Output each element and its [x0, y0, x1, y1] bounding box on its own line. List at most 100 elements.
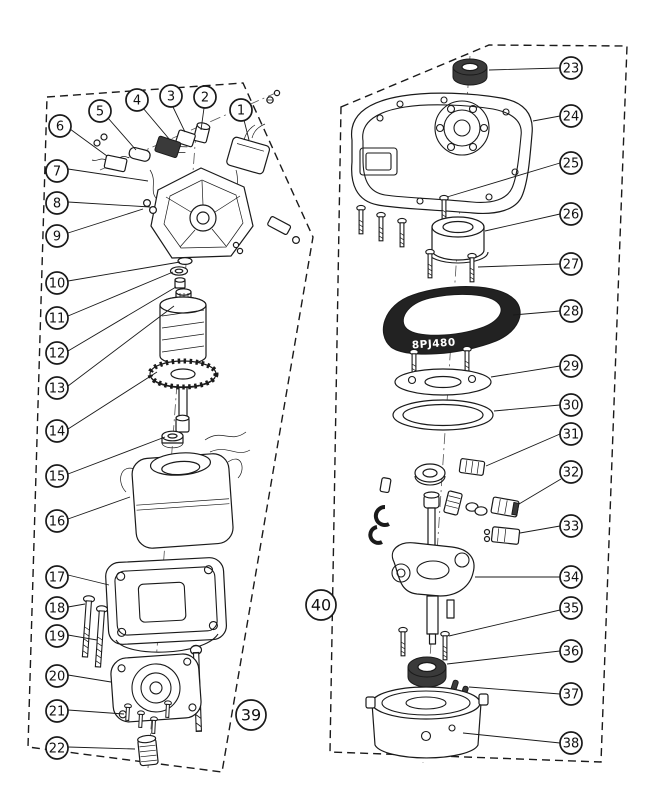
callout-20-label: 20 — [49, 670, 66, 685]
callout-18-label: 18 — [49, 602, 66, 617]
callout-13-label: 13 — [49, 382, 66, 397]
callout-7-label: 7 — [53, 165, 61, 180]
boundary-right-assembly — [329, 44, 628, 763]
callout-7: 7 — [45, 159, 69, 183]
callout-19: 19 — [45, 624, 69, 648]
callout-6: 6 — [48, 114, 72, 138]
callout-26: 26 — [559, 202, 583, 226]
part-gasket-ring — [392, 399, 494, 431]
callout-28: 28 — [559, 299, 583, 323]
callout-13: 13 — [45, 376, 69, 400]
part-armature — [147, 288, 219, 433]
part-fan-guard — [110, 653, 202, 723]
callout-22-label: 22 — [49, 742, 66, 757]
callout-4-label: 4 — [133, 94, 141, 109]
callout-10: 10 — [45, 271, 69, 295]
part-coupling-cluster — [368, 477, 521, 545]
callout-29-label: 29 — [563, 360, 580, 375]
callout-1: 1 — [229, 98, 253, 122]
boundary-left-assembly — [27, 82, 314, 773]
callout-20: 20 — [45, 664, 69, 688]
callout-10-label: 10 — [49, 277, 66, 292]
callout-39: 39 — [235, 699, 267, 731]
callout-12-label: 12 — [49, 347, 66, 362]
callout-16: 16 — [45, 509, 69, 533]
callout-37-label: 37 — [563, 688, 580, 703]
callout-2-label: 2 — [201, 91, 209, 106]
callout-39-label: 39 — [241, 706, 261, 725]
callout-3: 3 — [159, 84, 183, 108]
part-bearing-31 — [414, 458, 486, 486]
callout-34-label: 34 — [563, 571, 580, 586]
leader-lines-left — [67, 106, 250, 750]
callout-37: 37 — [559, 682, 583, 706]
callout-21-label: 21 — [49, 705, 66, 720]
callout-30: 30 — [559, 393, 583, 417]
leader-lines-right — [446, 67, 562, 744]
callout-18: 18 — [45, 596, 69, 620]
callout-6-label: 6 — [56, 120, 64, 135]
callout-2: 2 — [193, 85, 217, 109]
part-top-bearing — [452, 58, 488, 86]
callout-25: 25 — [559, 151, 583, 175]
callout-17: 17 — [45, 565, 69, 589]
callout-3-label: 3 — [167, 90, 175, 105]
callout-9: 9 — [45, 224, 69, 248]
callout-14: 14 — [45, 419, 69, 443]
callout-1-label: 1 — [237, 104, 245, 119]
callout-25-label: 25 — [563, 157, 580, 172]
callout-19-label: 19 — [49, 630, 66, 645]
callout-30-label: 30 — [563, 399, 580, 414]
callout-32: 32 — [559, 460, 583, 484]
callout-34: 34 — [559, 565, 583, 589]
callout-31-label: 31 — [563, 428, 580, 443]
part-gear-housing-cover — [350, 92, 533, 215]
callout-36-label: 36 — [563, 645, 580, 660]
part-terminal-32 — [490, 496, 520, 518]
part-drive-belt: 8PJ480 — [382, 285, 521, 355]
callout-27: 27 — [559, 252, 583, 276]
callout-11-label: 11 — [49, 312, 66, 327]
callout-31: 31 — [559, 422, 583, 446]
callout-16-label: 16 — [49, 515, 66, 530]
callout-35-label: 35 — [563, 602, 580, 617]
callout-36: 36 — [559, 639, 583, 663]
callout-21: 21 — [45, 699, 69, 723]
callout-40: 40 — [305, 589, 337, 621]
part-carbon-brush — [137, 734, 159, 767]
callout-8-label: 8 — [53, 197, 61, 212]
callout-33-label: 33 — [563, 520, 580, 535]
callout-9-label: 9 — [53, 230, 61, 245]
part-bearing-flange — [394, 345, 492, 396]
callout-27-label: 27 — [563, 258, 580, 273]
part-field-housing — [105, 557, 228, 645]
callout-23: 23 — [559, 56, 583, 80]
callout-38: 38 — [559, 731, 583, 755]
callout-5: 5 — [88, 99, 112, 123]
callout-14-label: 14 — [49, 425, 66, 440]
belt-size-label: 8PJ480 — [412, 336, 457, 351]
callout-38-label: 38 — [563, 737, 580, 752]
callout-5-label: 5 — [96, 105, 104, 120]
callout-24-label: 24 — [563, 110, 580, 125]
callout-26-label: 26 — [563, 208, 580, 223]
part-lower-bearing-15 — [161, 430, 184, 449]
callout-8: 8 — [45, 191, 69, 215]
part-bearing-housing-pot — [365, 686, 489, 759]
callout-22: 22 — [45, 736, 69, 760]
part-bearing-retainer — [427, 216, 489, 264]
part-power-cord-and-switch-cluster — [91, 89, 281, 201]
callout-28-label: 28 — [563, 305, 580, 320]
callout-40-label: 40 — [311, 596, 331, 615]
callout-33: 33 — [559, 514, 583, 538]
part-motor-bracket — [143, 167, 301, 259]
part-stator — [131, 452, 234, 549]
callout-11: 11 — [45, 306, 69, 330]
callout-17-label: 17 — [49, 571, 66, 586]
callout-23-label: 23 — [563, 62, 580, 77]
callout-15: 15 — [45, 464, 69, 488]
callout-35: 35 — [559, 596, 583, 620]
part-washer-stack — [169, 257, 193, 289]
callout-29: 29 — [559, 354, 583, 378]
